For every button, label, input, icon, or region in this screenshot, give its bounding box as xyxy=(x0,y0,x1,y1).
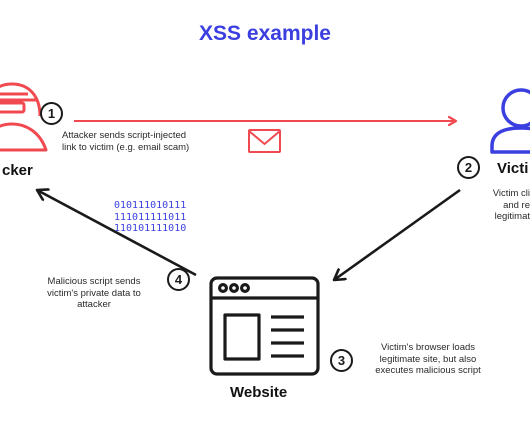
step-4-text: Malicious script sends victim's private … xyxy=(47,276,141,310)
step-1-text: Attacker sends script-injected link to v… xyxy=(62,130,190,153)
arrow-victim-to-website xyxy=(334,188,461,280)
attacker-label: cker xyxy=(2,162,33,179)
step-1-badge: 1 xyxy=(40,102,63,125)
step-2-badge: 2 xyxy=(457,156,480,179)
step-4-badge: 4 xyxy=(167,268,190,291)
step-3-text: Victim's browser loads legitimate site, … xyxy=(375,342,481,376)
step-2-text: Victim cli and re legitimat xyxy=(492,188,530,222)
envelope-icon xyxy=(248,129,281,153)
arrow-website-to-attacker xyxy=(37,190,197,277)
browser-window-icon xyxy=(209,276,320,376)
victim-label: Victi xyxy=(497,160,529,177)
diagram-title: XSS example xyxy=(199,22,331,45)
website-label: Website xyxy=(230,384,288,401)
step-3-badge: 3 xyxy=(330,349,353,372)
hacker-icon xyxy=(0,82,48,152)
binary-data-icon: 010111010111 111011111011 110101111010 xyxy=(114,200,187,234)
user-icon xyxy=(490,88,530,154)
